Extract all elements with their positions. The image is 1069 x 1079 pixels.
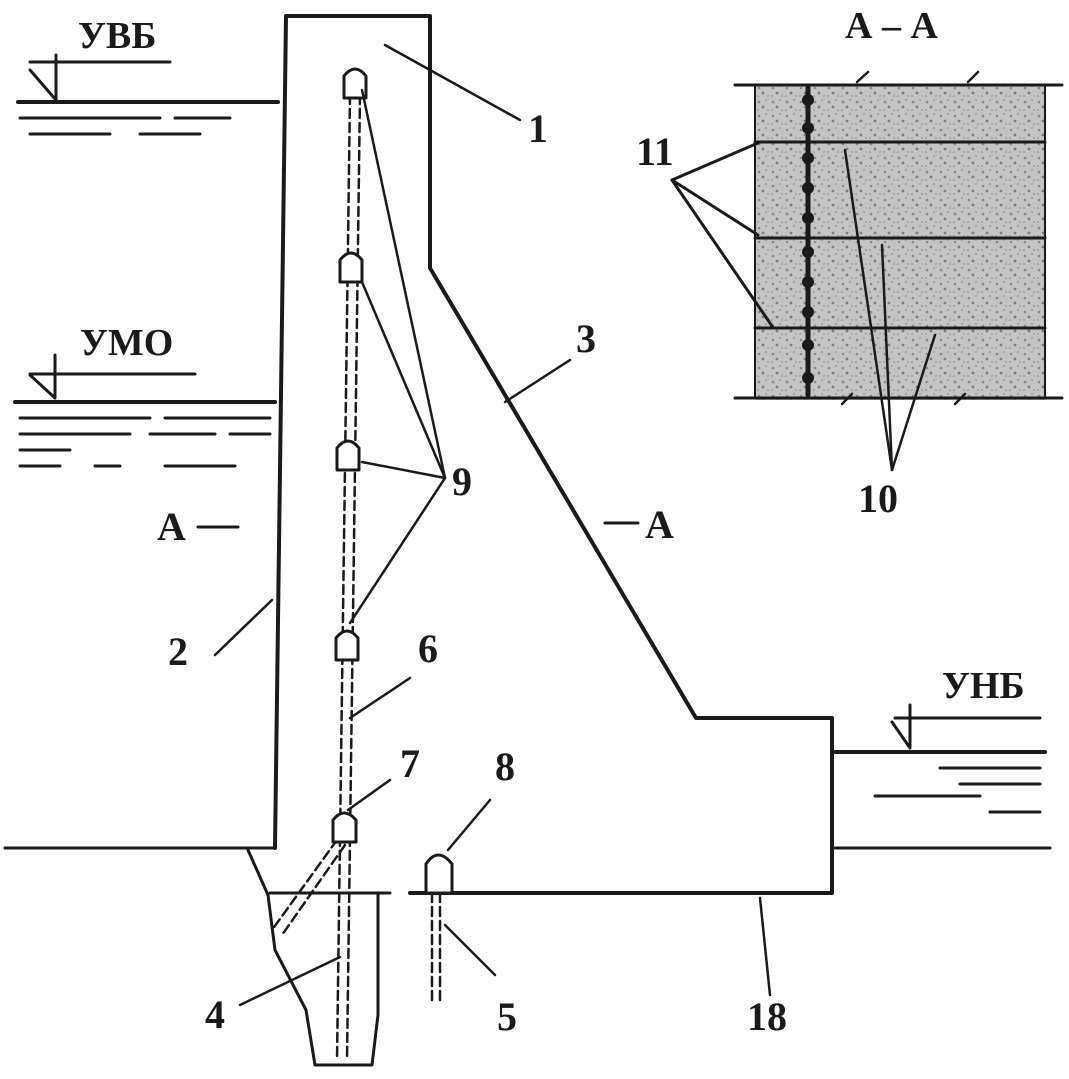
- leaders-10: [843, 148, 937, 472]
- label-2: 2: [168, 629, 188, 674]
- gallery-4: [334, 629, 360, 662]
- leaders-11: [670, 141, 774, 328]
- upstream-dead-water: [13, 353, 277, 468]
- label-11: 11: [636, 129, 674, 174]
- gallery-3: [335, 439, 361, 472]
- break-marks: [840, 70, 980, 406]
- label-8: 8: [495, 744, 515, 789]
- drainage-pipes: [270, 93, 442, 1062]
- label-1: 1: [528, 106, 548, 151]
- label-6: 6: [418, 626, 438, 671]
- drain-points: [802, 94, 814, 384]
- gallery-top: [342, 67, 368, 100]
- dam-body-outline: [273, 14, 834, 895]
- section-title: А – А: [845, 5, 938, 47]
- label-18: 18: [747, 994, 787, 1039]
- label-5: 5: [497, 994, 517, 1039]
- section-mark-left: А: [157, 504, 186, 549]
- section-block-body: [755, 85, 1045, 400]
- label-3: 3: [576, 316, 596, 361]
- level-uvb-label: УВБ: [78, 15, 156, 57]
- label-10: 10: [858, 476, 898, 521]
- downstream-water: [832, 703, 1047, 814]
- label-9: 9: [452, 459, 472, 504]
- level-unb-label: УНБ: [942, 665, 1025, 707]
- label-4: 4: [205, 992, 225, 1037]
- inspection-galleries: [331, 67, 454, 895]
- gallery-7: [331, 811, 358, 844]
- gallery-2: [338, 251, 364, 284]
- grout-curtain: [246, 848, 380, 1067]
- gallery-8: [424, 853, 454, 895]
- level-umo-label: УМО: [80, 322, 173, 364]
- leader-lines: [213, 43, 772, 1007]
- section-mark-right: А: [645, 502, 674, 547]
- upstream-high-water: [16, 53, 280, 136]
- section-a-a-detail: А – А: [636, 5, 1064, 521]
- label-7: 7: [400, 741, 420, 786]
